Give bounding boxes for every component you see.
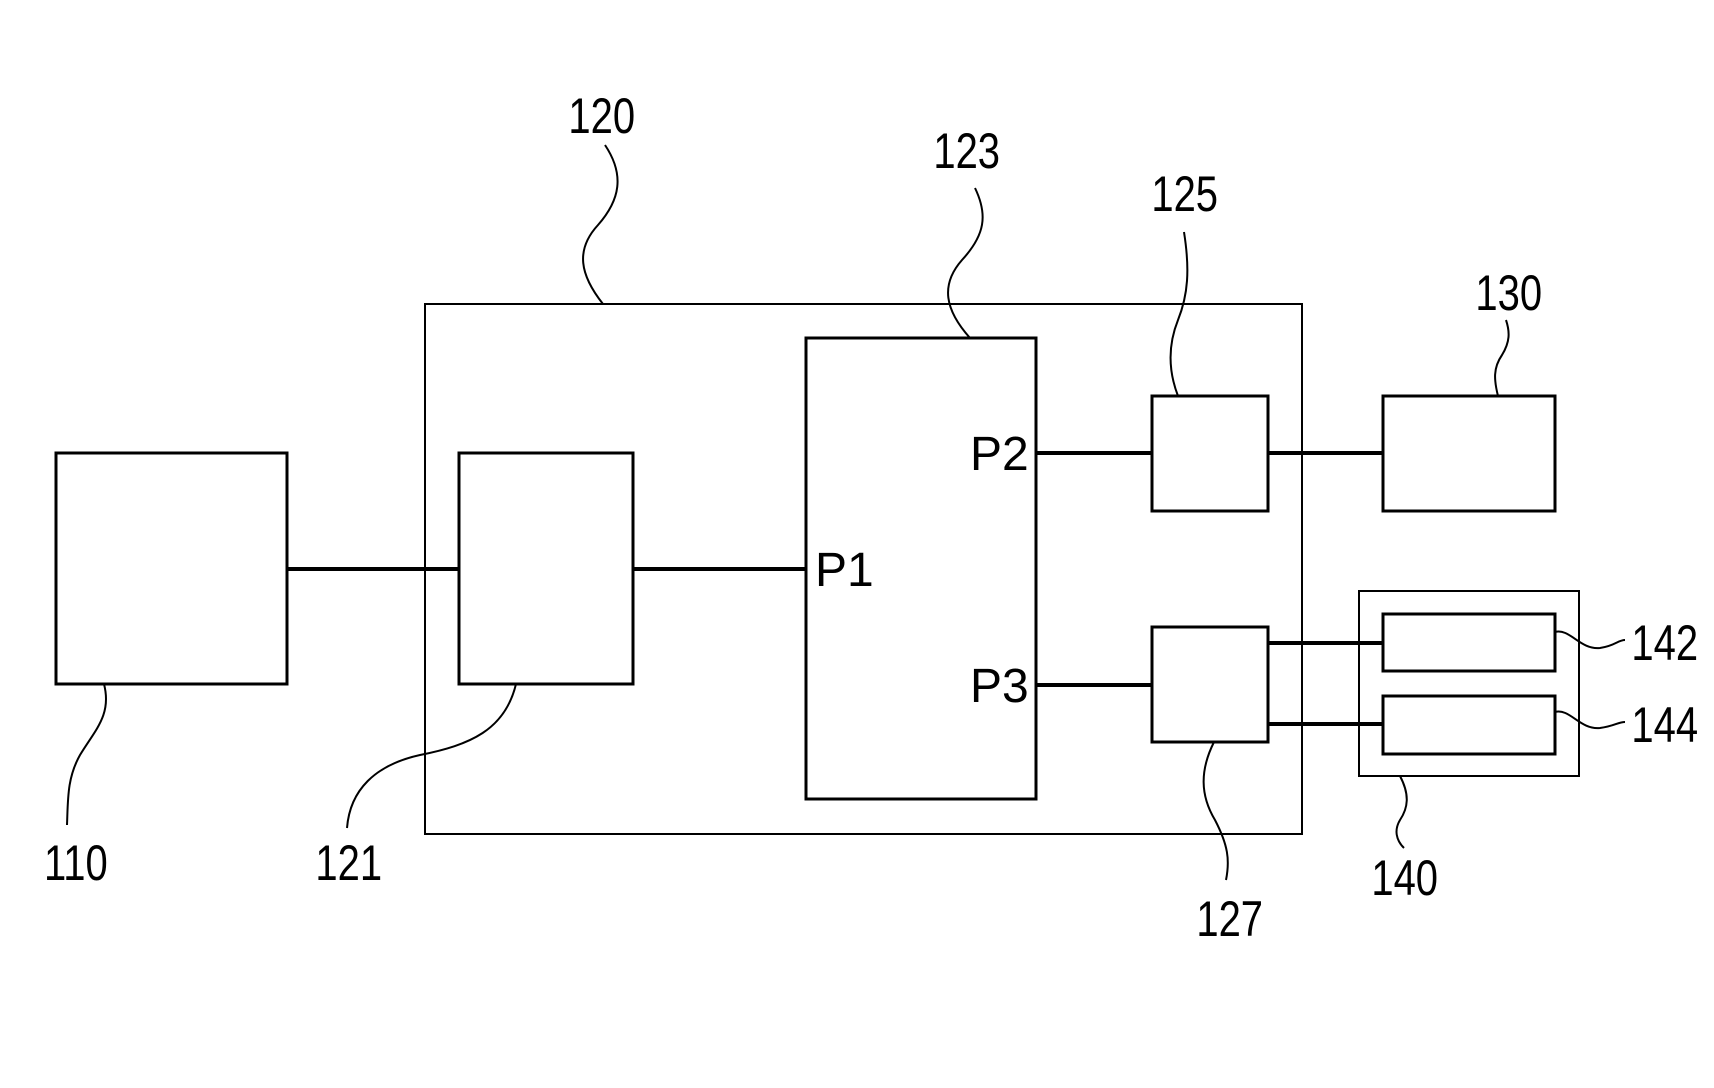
leader-140 [1397,776,1407,848]
leader-123 [948,188,983,338]
label-125: 125 [1151,166,1218,222]
leader-120 [583,145,618,304]
leader-127 [1204,742,1228,880]
label-120: 120 [568,88,635,144]
label-140: 140 [1371,850,1438,906]
label-130: 130 [1475,265,1542,321]
port-label-p1: P1 [815,544,874,597]
block-121 [459,453,633,684]
label-121: 121 [315,835,382,891]
block-130 [1383,396,1555,511]
port-label-p2: P2 [970,428,1029,481]
leader-121 [347,684,516,828]
block-142 [1383,614,1555,671]
leader-125 [1171,232,1188,396]
leader-130 [1495,320,1509,396]
leader-110 [67,684,106,825]
label-123: 123 [933,123,1000,179]
label-142: 142 [1631,615,1698,671]
label-110: 110 [44,835,108,891]
block-127 [1152,627,1268,742]
block-140-enclosure [1359,591,1579,776]
label-127: 127 [1196,891,1263,947]
port-label-p3: P3 [970,660,1029,713]
leader-142 [1555,632,1625,649]
block-110 [56,453,287,684]
block-125 [1152,396,1268,511]
block-144 [1383,696,1555,754]
label-144: 144 [1631,697,1698,753]
leader-144 [1555,712,1625,729]
